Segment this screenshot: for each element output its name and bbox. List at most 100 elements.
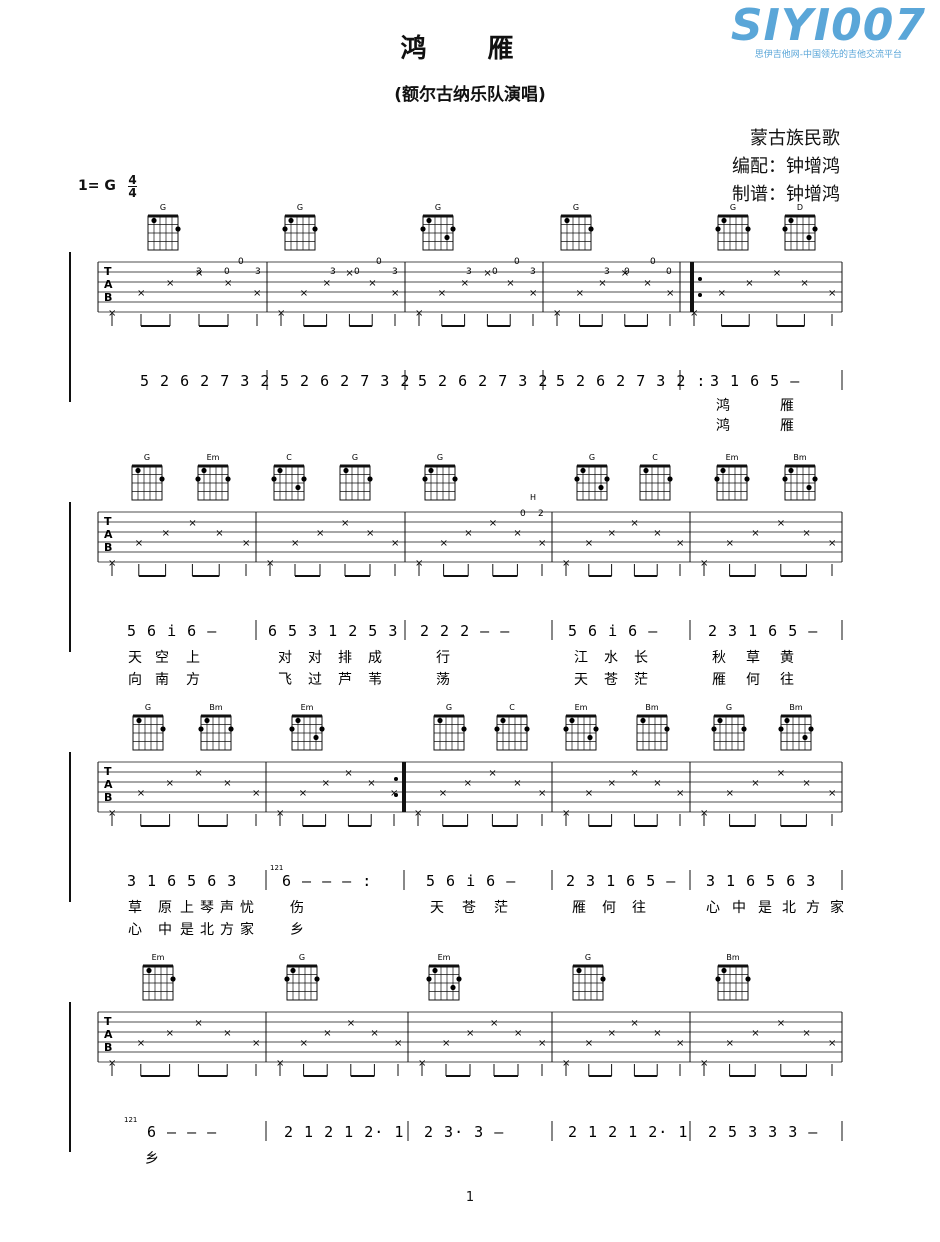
tab-note-x: × [394, 1038, 402, 1049]
tab-note-x: × [341, 518, 349, 529]
lyric-verse1: 上 [186, 650, 200, 666]
chord-finger-dot [784, 717, 790, 724]
tab-note-x: × [194, 768, 202, 779]
tab-note-x: × [773, 268, 781, 279]
tab-note-x: × [368, 278, 376, 289]
tab-note-x: × [726, 538, 734, 549]
lyric-verse1: 伤 [290, 900, 304, 916]
lyric-verse1: 中 [732, 900, 746, 916]
lyric-verse1: 草 [746, 650, 760, 666]
chord-name: G [589, 453, 595, 462]
tab-note-x: × [215, 528, 223, 539]
chord-finger-dot [450, 226, 456, 232]
tab-note-x: × [137, 288, 145, 299]
tab-note-x: × [828, 288, 836, 299]
tab-clef-letter: B [104, 291, 112, 304]
tab-note-x: × [608, 528, 616, 539]
chord-finger-dot [720, 467, 726, 474]
tab-note-x: × [418, 1058, 426, 1069]
tab-note-x: × [828, 788, 836, 799]
chord-finger-dot [290, 967, 296, 974]
chord-finger-dot [428, 467, 434, 474]
tab-clef-letter: A [104, 1028, 113, 1041]
chord-name: C [286, 453, 292, 462]
chord-name: Em [301, 703, 314, 712]
lyric-verse1: 原 [158, 900, 172, 916]
grace-note-label: 121 [124, 1116, 137, 1124]
chord-finger-dot [574, 476, 580, 482]
tab-note-x: × [828, 538, 836, 549]
chord-finger-dot [295, 717, 301, 724]
tab-fret-number: 0 [492, 267, 498, 277]
tab-note-x: × [137, 1038, 145, 1049]
time-sig-bottom: 4 [128, 186, 137, 200]
tab-note-x: × [676, 788, 684, 799]
lyric-verse1: 琴 [200, 900, 214, 916]
logo-wordmark: SIYI007 [730, 0, 926, 51]
grace-note-label: 121 [270, 864, 283, 872]
tab-note-x: × [514, 1028, 522, 1039]
chord-finger-dot [452, 476, 458, 482]
tab-note-x: × [506, 278, 514, 289]
lyric-verse1: 对 [278, 650, 292, 666]
chord-name: G [585, 953, 591, 962]
lyric-verse2: 鸿 [716, 417, 730, 434]
chord-finger-dot [426, 976, 432, 982]
lyric-verse2: 雁 [780, 418, 794, 434]
chord-finger-dot [160, 726, 166, 732]
lyric-verse1: 长 [634, 650, 648, 666]
chord-finger-dot [136, 717, 142, 724]
chord-name: G [435, 203, 441, 212]
chord-finger-dot [175, 226, 181, 232]
chord-name: G [299, 953, 305, 962]
chord-finger-dot [600, 976, 606, 982]
tab-note-x: × [513, 778, 521, 789]
tab-note-x: × [224, 278, 232, 289]
jianpu-measure: 3 1 6 5 6 3 [127, 872, 237, 890]
tab-note-x: × [513, 528, 521, 539]
jianpu-measure: 2 2 2 — — [420, 622, 510, 640]
lyric-verse1: 鸿 [716, 397, 730, 414]
chord-finger-dot [524, 726, 530, 732]
chord-name: G [160, 203, 166, 212]
tab-note-x: × [466, 1028, 474, 1039]
lyric-verse1: 雁 [780, 398, 794, 414]
tab-note-x: × [439, 788, 447, 799]
jianpu-measure: 6 — — — [147, 1123, 217, 1141]
lyric-verse2: 苍 [604, 672, 618, 688]
tab-note-x: × [266, 558, 274, 569]
lyric-verse1: 黄 [780, 649, 794, 666]
chord-finger-dot [204, 717, 210, 724]
chord-finger-dot [778, 726, 784, 732]
lyric-verse1: 心 [706, 900, 720, 916]
chord-name: Bm [789, 703, 802, 712]
lyric-verse2: 乡 [290, 922, 304, 938]
tab-note-x: × [653, 528, 661, 539]
tab-note-x: × [802, 528, 810, 539]
chord-finger-dot [500, 717, 506, 724]
chord-finger-dot [432, 967, 438, 974]
tab-note-x: × [415, 308, 423, 319]
lyric-verse1: 行 [436, 650, 450, 666]
tab-note-x: × [643, 278, 651, 289]
lyric-verse1: 往 [632, 900, 646, 916]
chord-finger-dot [170, 976, 176, 982]
chord-finger-dot [714, 476, 720, 482]
tab-note-x: × [166, 778, 174, 789]
tab-note-x: × [300, 288, 308, 299]
tab-note-x: × [188, 518, 196, 529]
tab-fret-number: 0 [514, 257, 520, 267]
chord-name: Bm [726, 953, 739, 962]
time-signature: 4 4 [128, 174, 137, 199]
tab-fret-number: 2 [538, 509, 544, 519]
lyric-verse1: 忧 [240, 900, 254, 916]
page-number: 1 [465, 1190, 475, 1205]
performer-subtitle: (额尔古纳乐队演唱) [394, 85, 546, 105]
tab-fret-number: 0 [650, 257, 656, 267]
jianpu-measure: 2 1 2 1 2· 1 [284, 1123, 404, 1141]
tab-note-x: × [194, 1018, 202, 1029]
chord-finger-dot [146, 967, 152, 974]
chord-name: C [652, 453, 658, 462]
chord-finger-dot [426, 217, 432, 224]
